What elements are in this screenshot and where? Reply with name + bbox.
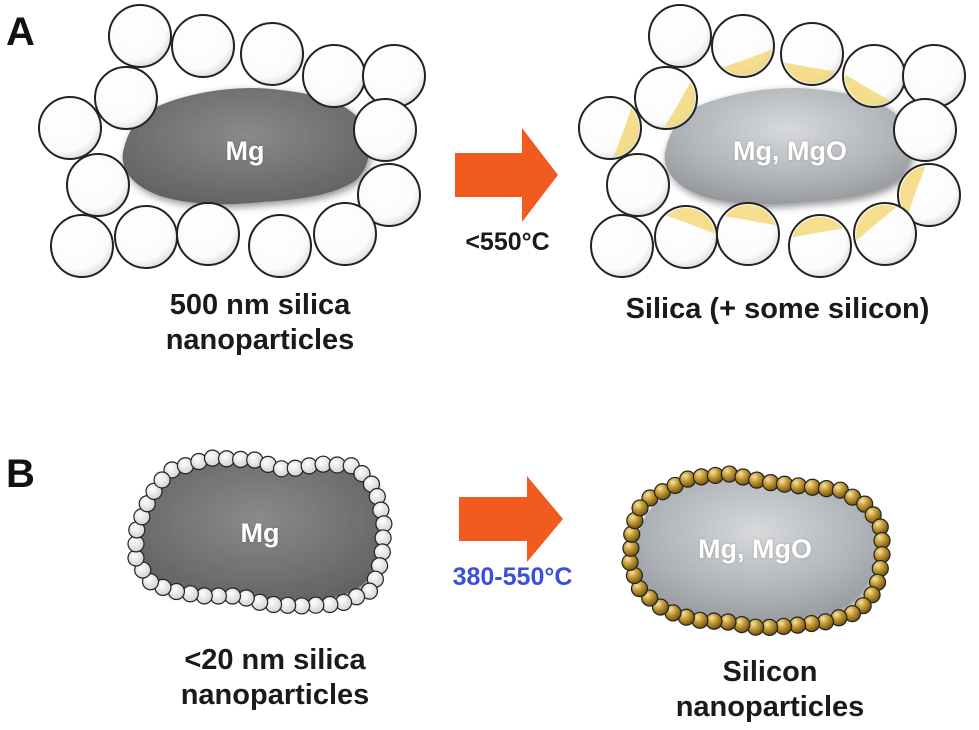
caption-a-left: 500 nm silica nanoparticles xyxy=(95,288,425,358)
silicon-reaction-layer xyxy=(613,108,639,157)
condition-b: 380-550°C xyxy=(452,563,573,591)
silica-sphere xyxy=(38,96,102,160)
silica-sphere xyxy=(50,214,114,278)
caption-b-right: Silicon nanoparticles xyxy=(620,655,920,725)
mg-particle-a-left xyxy=(122,88,370,205)
panel-b xyxy=(127,449,891,636)
silica-nanoparticle xyxy=(181,585,199,603)
silicon-reaction-layer xyxy=(784,62,836,84)
silicon-nanoparticle xyxy=(747,618,765,636)
silica-sphere xyxy=(171,14,235,78)
silica-sphere xyxy=(902,44,966,108)
silica-sphere xyxy=(590,214,654,278)
silica-sphere xyxy=(108,4,172,68)
silicon-nanoparticle xyxy=(631,499,649,517)
mgo-particle-a-right xyxy=(664,88,912,205)
caption-b-right-line1: Silicon xyxy=(722,656,818,688)
arrow-b xyxy=(459,476,563,562)
mg-particle-b-left xyxy=(136,462,381,604)
core-label-b-right: Mg, MgO xyxy=(698,534,812,564)
core-label-a-left: Mg xyxy=(225,136,265,166)
panel-a xyxy=(38,4,966,278)
caption-a-right: Silica (+ some silicon) xyxy=(625,293,930,325)
silica-nanoparticle xyxy=(286,459,304,477)
caption-a-left-line2: nanoparticles xyxy=(165,323,355,356)
silica-sphere xyxy=(893,98,957,162)
caption-a-left-line1: 500 nm silica xyxy=(169,289,351,321)
silica-sphere xyxy=(240,22,304,86)
silicon-nanoparticle-ring-b-right xyxy=(621,465,891,636)
caption-b-left-line2: nanoparticles xyxy=(180,678,370,711)
silica-sphere-group-a-left xyxy=(38,4,426,278)
caption-b-right-line2: nanoparticles xyxy=(675,690,865,723)
silica-sphere xyxy=(176,202,240,266)
silicon-reaction-layer xyxy=(666,207,715,234)
silica-nanoparticle xyxy=(153,471,171,489)
silicon-reaction-layer xyxy=(856,204,897,241)
silica-sphere xyxy=(248,214,312,278)
silica-sphere xyxy=(362,44,426,108)
silica-sphere xyxy=(353,98,417,162)
silica-sphere xyxy=(66,153,130,217)
silica-sphere xyxy=(313,202,377,266)
silica-nanoparticle xyxy=(141,573,160,591)
core-label-b-left: Mg xyxy=(240,518,280,548)
silicon-nanoparticle xyxy=(871,559,889,578)
caption-b-left-line1: <20 nm silica xyxy=(184,644,366,676)
silicon-reaction-layer xyxy=(724,205,776,226)
silica-nanoparticle-ring-b-left xyxy=(127,449,393,615)
silica-sphere xyxy=(357,163,421,227)
silica-nanoparticle xyxy=(195,587,213,605)
caption-b-left: <20 nm silica nanoparticles xyxy=(110,643,440,713)
silica-sphere xyxy=(302,44,366,108)
silicon-reaction-layer xyxy=(844,74,890,106)
core-label-a-right: Mg, MgO xyxy=(733,136,847,166)
arrow-a xyxy=(455,128,558,222)
silicon-reaction-layer xyxy=(900,166,926,215)
silicon-reaction-layer xyxy=(664,82,696,127)
silicon-nanoparticle xyxy=(733,615,751,634)
silica-sphere xyxy=(94,66,158,130)
silica-sphere-group-a-right xyxy=(578,4,966,278)
silica-sphere xyxy=(114,205,178,269)
silicon-reaction-layer xyxy=(792,216,844,238)
panel-label-a: A xyxy=(6,10,35,54)
silica-sphere xyxy=(606,153,670,217)
silicon-reaction-layer xyxy=(723,49,772,75)
panel-label-b: B xyxy=(6,452,35,496)
mgo-particle-b-right xyxy=(636,480,879,624)
silica-sphere xyxy=(648,4,712,68)
condition-a: <550°C xyxy=(465,228,550,256)
